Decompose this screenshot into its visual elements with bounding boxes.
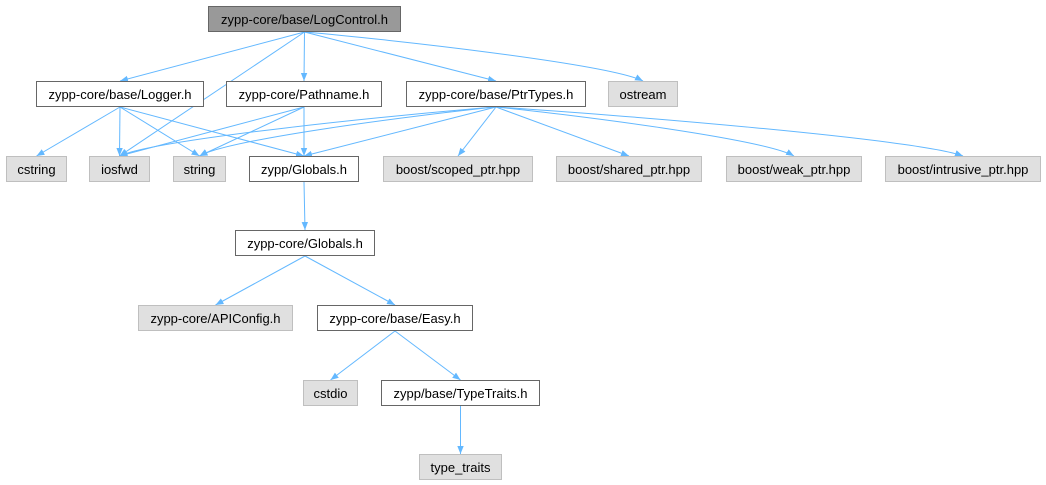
edge-logger-to-string <box>119 106 200 157</box>
edge-ptrtypes-to-iosfwd <box>119 106 497 157</box>
node-ostream[interactable]: ostream <box>608 81 678 107</box>
node-type-traits[interactable]: type_traits <box>419 454 502 480</box>
edge-pathname-to-string <box>199 106 305 157</box>
node-logger-h[interactable]: zypp-core/base/Logger.h <box>36 81 204 107</box>
node-iosfwd[interactable]: iosfwd <box>89 156 150 182</box>
edge-logcontrol-to-pathname <box>300 31 308 82</box>
edge-logger-to-iosfwd <box>116 106 123 157</box>
edge-coreglobals-to-apiconfig <box>215 255 306 306</box>
node-ptrtypes-h[interactable]: zypp-core/base/PtrTypes.h <box>406 81 586 107</box>
edge-logcontrol-to-ostream <box>304 31 644 82</box>
node-cstring[interactable]: cstring <box>6 156 67 182</box>
edge-coreglobals-to-easy <box>304 255 396 306</box>
node-easy-h[interactable]: zypp-core/base/Easy.h <box>317 305 473 331</box>
node-typetraits-h[interactable]: zypp/base/TypeTraits.h <box>381 380 540 406</box>
node-boost-scoped-ptr[interactable]: boost/scoped_ptr.hpp <box>383 156 533 182</box>
edge-ptrtypes-to-weak <box>495 106 795 157</box>
node-logcontrol-h[interactable]: zypp-core/base/LogControl.h <box>208 6 401 32</box>
edge-logcontrol-to-logger <box>119 31 305 83</box>
node-zypp-globals-h[interactable]: zypp/Globals.h <box>249 156 359 182</box>
edge-ptrtypes-to-intrusive <box>495 106 964 157</box>
node-cstdio[interactable]: cstdio <box>303 380 358 406</box>
node-apiconfig-h[interactable]: zypp-core/APIConfig.h <box>138 305 293 331</box>
node-boost-shared-ptr[interactable]: boost/shared_ptr.hpp <box>556 156 702 182</box>
node-boost-intrusive-ptr[interactable]: boost/intrusive_ptr.hpp <box>885 156 1041 182</box>
edge-zyppglobals-to-coreglobals <box>301 181 309 231</box>
node-core-globals-h[interactable]: zypp-core/Globals.h <box>235 230 375 256</box>
edge-ptrtypes-to-shared <box>495 106 630 157</box>
node-boost-weak-ptr[interactable]: boost/weak_ptr.hpp <box>726 156 862 182</box>
edge-logcontrol-to-ptrtypes <box>304 31 497 83</box>
node-pathname-h[interactable]: zypp-core/Pathname.h <box>226 81 382 107</box>
edge-easy-to-cstdio <box>330 330 396 381</box>
edge-logcontrol-to-iosfwd <box>119 31 305 157</box>
edge-easy-to-typetraits <box>394 330 461 381</box>
edge-ptrtypes-to-scoped <box>457 106 497 157</box>
edge-logger-to-cstring <box>36 106 121 157</box>
node-string[interactable]: string <box>173 156 226 182</box>
edge-ptrtypes-to-string <box>199 106 497 157</box>
edge-ptrtypes-to-zyppglobals <box>303 106 497 158</box>
